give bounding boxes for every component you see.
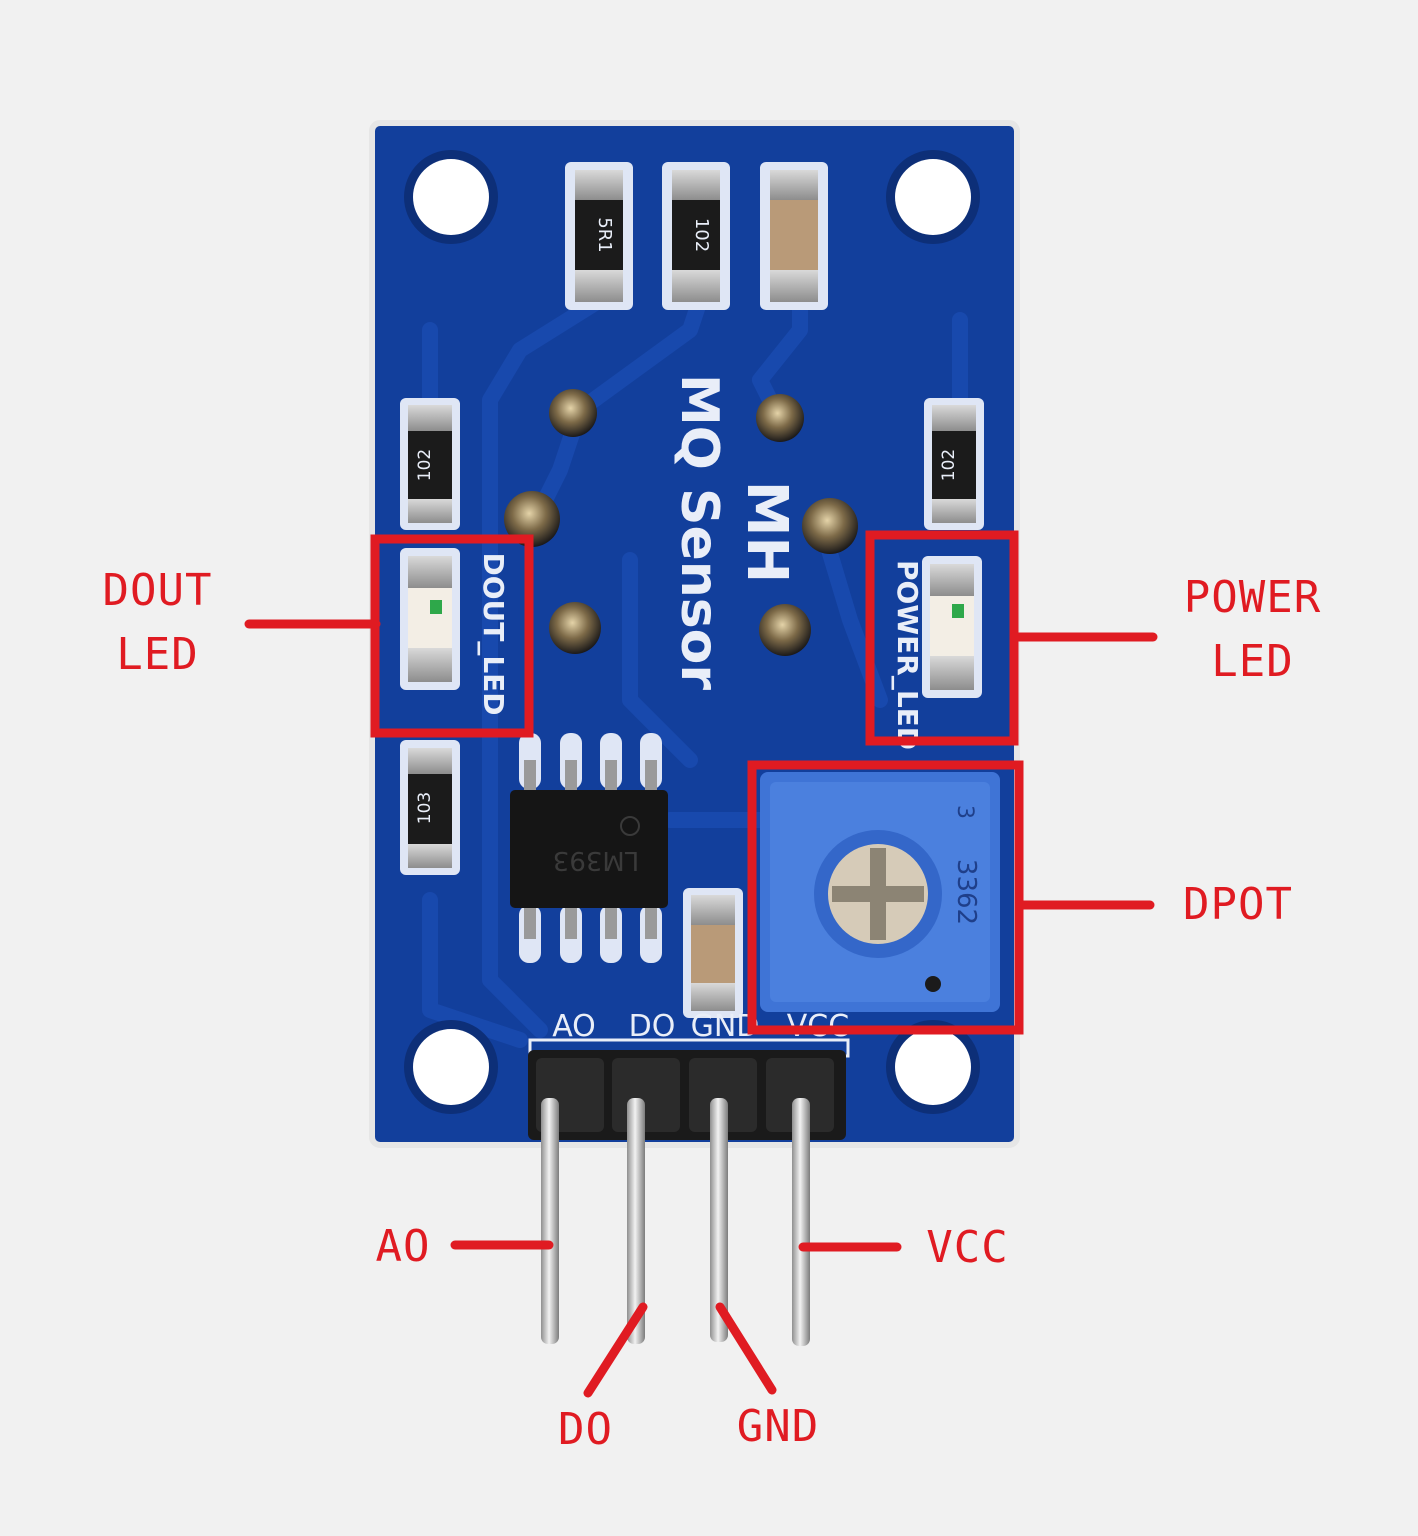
resistor-top-left: 5R1 — [565, 162, 633, 310]
pin-silk-do: DO — [629, 1009, 676, 1044]
dout-led-callout-line1: DOUT — [102, 565, 213, 616]
resistor-marking: 102 — [939, 449, 959, 481]
mounting-holes — [404, 150, 980, 1114]
gnd-callout: GND — [736, 1401, 820, 1452]
resistor-left-upper: 102 — [400, 398, 460, 530]
ao-callout: AO — [375, 1221, 431, 1272]
dout-led-callout: DOUT LED — [70, 559, 245, 687]
do-leader-line — [583, 1302, 648, 1398]
power-led-component — [922, 556, 982, 698]
pot-marking: 3362 — [951, 859, 981, 925]
brand-silk: MH — [734, 481, 799, 584]
power-led-callout: POWER LED — [1155, 566, 1350, 694]
name-silk: MQ Sensor — [669, 374, 729, 690]
resistor-marking: 102 — [415, 449, 435, 481]
capacitor-bottom — [683, 888, 743, 1018]
dpot-callout: DPOT — [1183, 879, 1293, 930]
pin-silk-ao: AO — [552, 1009, 596, 1044]
power-led-callout-line1: POWER — [1183, 572, 1322, 623]
pot-pin-marking: 3 — [952, 805, 977, 819]
header-pins — [528, 1050, 846, 1346]
pin-silk-labels: AO DO GND VCC — [552, 1009, 849, 1044]
dout-led-silk: DOUT_LED — [477, 552, 510, 715]
dout-led-component — [400, 548, 460, 690]
sensor-solder-points — [504, 389, 858, 656]
resistor-left-lower: 103 — [400, 740, 460, 875]
dout-led-highlight-box — [370, 534, 534, 738]
resistor-marking: 5R1 — [594, 217, 615, 252]
resistor-right-upper: 102 — [924, 398, 984, 530]
do-callout: DO — [558, 1404, 613, 1455]
resistor-top-middle: 102 — [662, 162, 730, 310]
resistor-marking: 103 — [415, 792, 435, 824]
resistor-marking: 102 — [691, 218, 712, 252]
power-led-silk: POWER_LED — [891, 560, 924, 750]
dpot-highlight-box — [747, 760, 1024, 1035]
comparator-ic: LM393 — [510, 733, 668, 963]
vcc-callout: VCC — [926, 1222, 1009, 1273]
ic-marking: LM393 — [553, 845, 640, 875]
potentiometer: 3362 3 — [760, 772, 1000, 1012]
gnd-leader-line — [715, 1302, 777, 1395]
power-led-callout-line2: LED — [1211, 636, 1294, 687]
dout-led-callout-line2: LED — [116, 629, 199, 680]
capacitor-top-right — [760, 162, 828, 310]
